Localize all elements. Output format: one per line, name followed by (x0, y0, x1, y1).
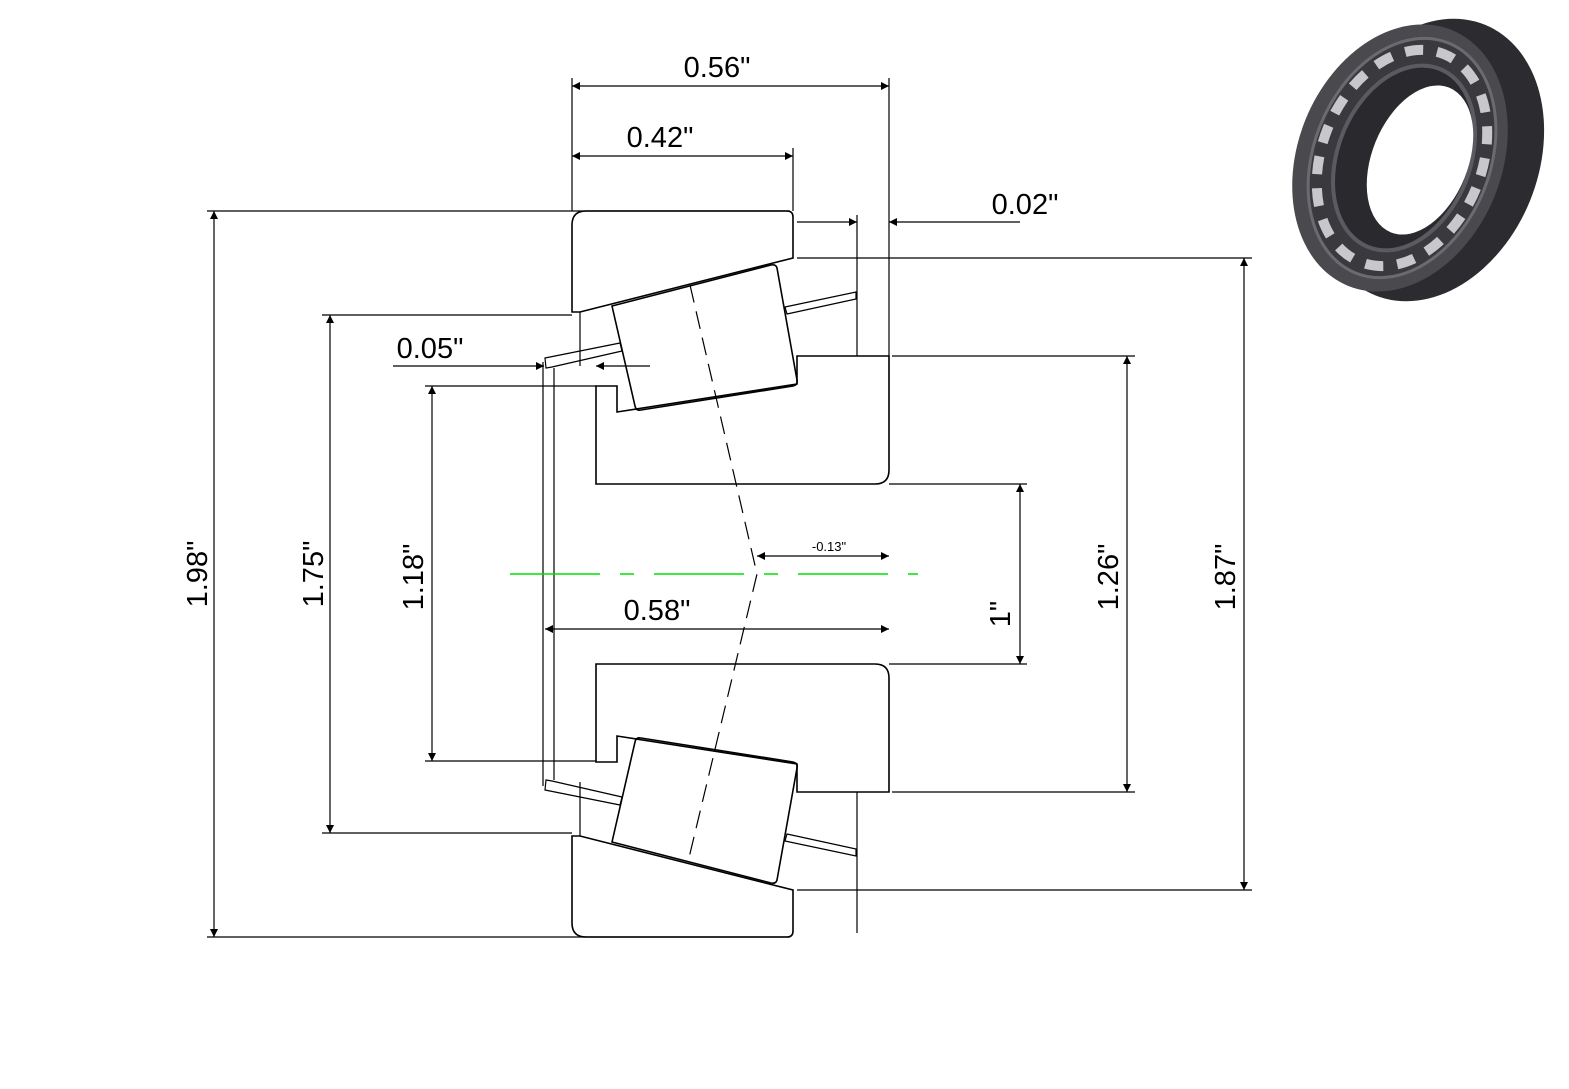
dim-pressure-center: -0.13" (812, 539, 847, 554)
dimension-lines (207, 78, 1252, 938)
dimension-labels: 0.56" 0.42" 0.02" 0.05" 0.58" -0.13" 1.9… (182, 52, 1242, 627)
dim-cage-offset: 0.05" (397, 333, 464, 365)
dim-offset-small: 0.02" (992, 189, 1059, 221)
dim-cone-width: 0.58" (624, 595, 691, 627)
dim-cup-back-diameter: 1.87" (1210, 544, 1242, 611)
cage-bottom-left (544, 779, 623, 806)
dim-bore: 1" (985, 601, 1017, 627)
cup-section-top (571, 210, 794, 313)
cup-section-bottom (571, 835, 794, 938)
dim-cone-rib-diameter: 1.18" (398, 544, 430, 611)
dim-cone-back-diameter: 1.26" (1093, 544, 1125, 611)
cage-top-right (784, 291, 857, 315)
cage-bottom-right (784, 833, 857, 857)
cage-top-left (544, 342, 623, 369)
dim-outer-diameter: 1.98" (182, 541, 214, 608)
roller-top (611, 264, 798, 411)
bearing-3d-preview-icon (1292, 18, 1545, 302)
cone-section-bottom (595, 663, 890, 793)
dim-cup-width: 0.42" (627, 122, 694, 154)
dim-cup-small-diameter: 1.75" (298, 541, 330, 608)
bearing-cross-section (510, 210, 918, 938)
dim-width-total: 0.56" (684, 52, 751, 84)
roller-bottom (611, 737, 798, 884)
cone-section-top (595, 355, 890, 485)
